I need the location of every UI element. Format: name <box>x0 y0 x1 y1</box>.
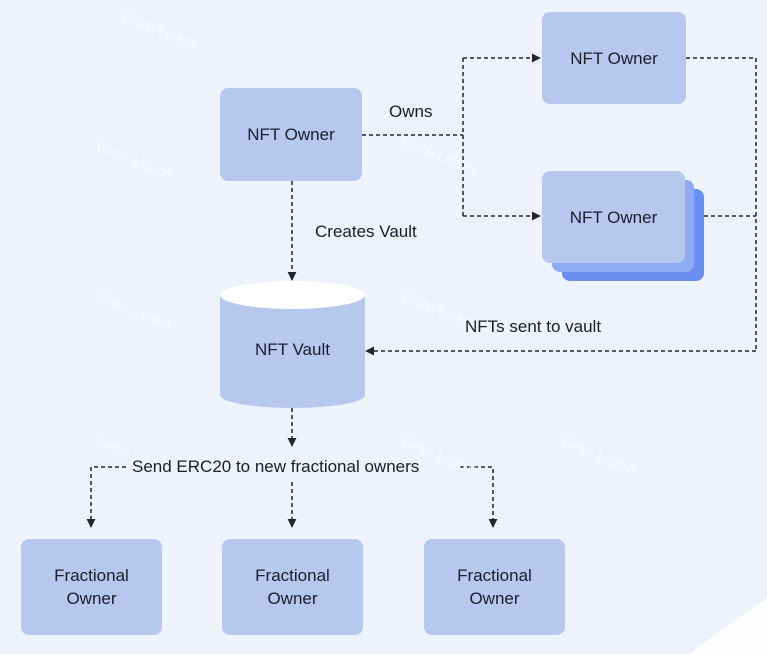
nft-owner-main-label: NFT Owner <box>247 125 335 144</box>
nft-owner-top-label: NFT Owner <box>570 48 658 68</box>
creates-vault-edge-label: Creates Vault <box>315 222 417 241</box>
return-line-top <box>686 57 757 351</box>
fractional-owner-1-line2: Owner <box>66 589 117 608</box>
owns-edge-label: Owns <box>389 102 433 121</box>
fractional-owner-box-2: Fractional Owner <box>222 539 363 635</box>
fractional-owner-2-line1: Fractional <box>255 566 330 585</box>
send-erc20-edge-label: Send ERC20 to new fractional owners <box>132 457 420 476</box>
nft-owner-stack-box: NFT Owner <box>542 171 685 263</box>
nft-owner-main-box: NFT Owner <box>220 88 362 181</box>
watermark-text: Gate Learn <box>399 133 480 179</box>
fractional-owner-3-line1: Fractional <box>457 566 532 585</box>
watermark-text: Gate Learn <box>559 433 640 479</box>
corner-swoosh-decoration <box>690 598 767 654</box>
watermark-text: Gate Learn <box>94 288 175 334</box>
fractional-owner-1-line1: Fractional <box>54 566 129 585</box>
distribute-left <box>86 466 126 528</box>
fractional-owner-2-line2: Owner <box>267 589 318 608</box>
nft-owner-top-box: NFT Owner <box>542 12 686 104</box>
nft-owner-stack-label: NFT Owner <box>569 207 658 227</box>
fractional-owner-3-line2: Owner <box>469 589 520 608</box>
fractional-owner-box-1: Fractional Owner <box>21 539 162 635</box>
nft-vault-label: NFT Vault <box>255 340 330 359</box>
watermark-text: Gate Learn <box>94 138 175 184</box>
distribute-right <box>460 466 498 528</box>
watermark-text: Gate Learn <box>119 8 200 54</box>
nfts-sent-edge-label: NFTs sent to vault <box>465 317 602 336</box>
fractional-owner-box-3: Fractional Owner <box>424 539 565 635</box>
vault-cylinder <box>220 281 365 408</box>
